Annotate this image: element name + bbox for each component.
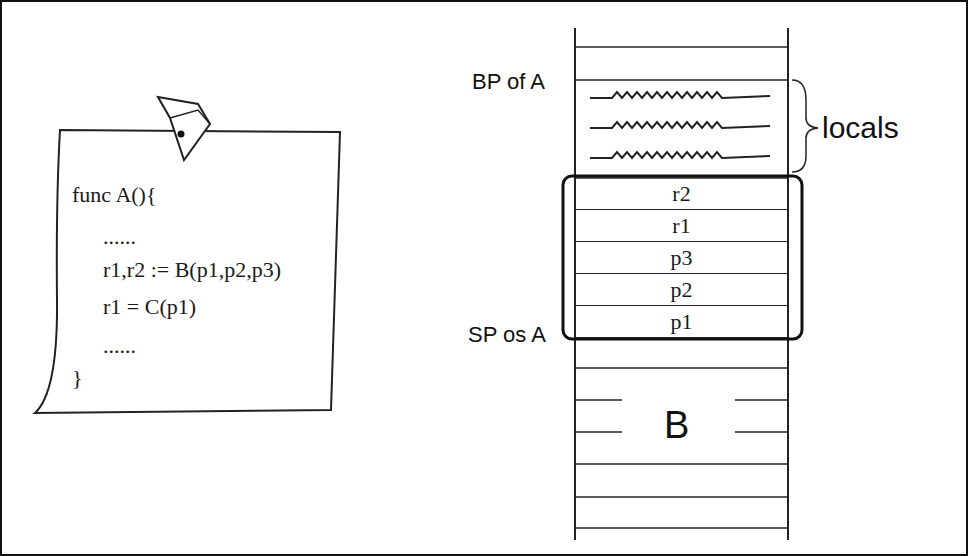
frame-name: B bbox=[664, 405, 689, 447]
stack-pointer-label: SP os A bbox=[468, 323, 546, 347]
cell-label: r1 bbox=[576, 210, 787, 242]
code-line: } bbox=[72, 365, 83, 391]
code-line: r1 = C(p1) bbox=[103, 294, 196, 320]
local-values bbox=[590, 92, 770, 158]
stack-cell: p1 bbox=[576, 306, 787, 338]
note-paper bbox=[35, 130, 340, 413]
stack-cell: p2 bbox=[576, 274, 787, 306]
stack-walls bbox=[575, 28, 788, 540]
pin-hole bbox=[178, 131, 185, 138]
locals-label: locals bbox=[822, 111, 899, 144]
call-frame-box bbox=[563, 176, 802, 339]
code-line: func A(){ bbox=[72, 182, 156, 208]
cell-label: p3 bbox=[576, 242, 787, 274]
pin bbox=[158, 97, 210, 160]
stack-cell: r1 bbox=[576, 210, 787, 242]
code-note: func A(){...... r1,r2 := B(p1,p2,p3) r1 = … bbox=[60, 170, 335, 395]
stack-cell: p3 bbox=[576, 242, 787, 274]
cell-label: p1 bbox=[576, 306, 787, 338]
pin-fold bbox=[170, 110, 210, 124]
cell-label: r2 bbox=[576, 178, 787, 210]
stack-cell: r2 bbox=[576, 178, 787, 210]
cell-label: p2 bbox=[576, 274, 787, 306]
code-line: ...... bbox=[103, 333, 136, 359]
stack-rows bbox=[575, 47, 788, 528]
locals-brace bbox=[792, 80, 818, 172]
code-line: r1,r2 := B(p1,p2,p3) bbox=[103, 257, 281, 283]
base-pointer-label: BP of A bbox=[472, 70, 545, 94]
code-line: ...... bbox=[103, 224, 136, 250]
